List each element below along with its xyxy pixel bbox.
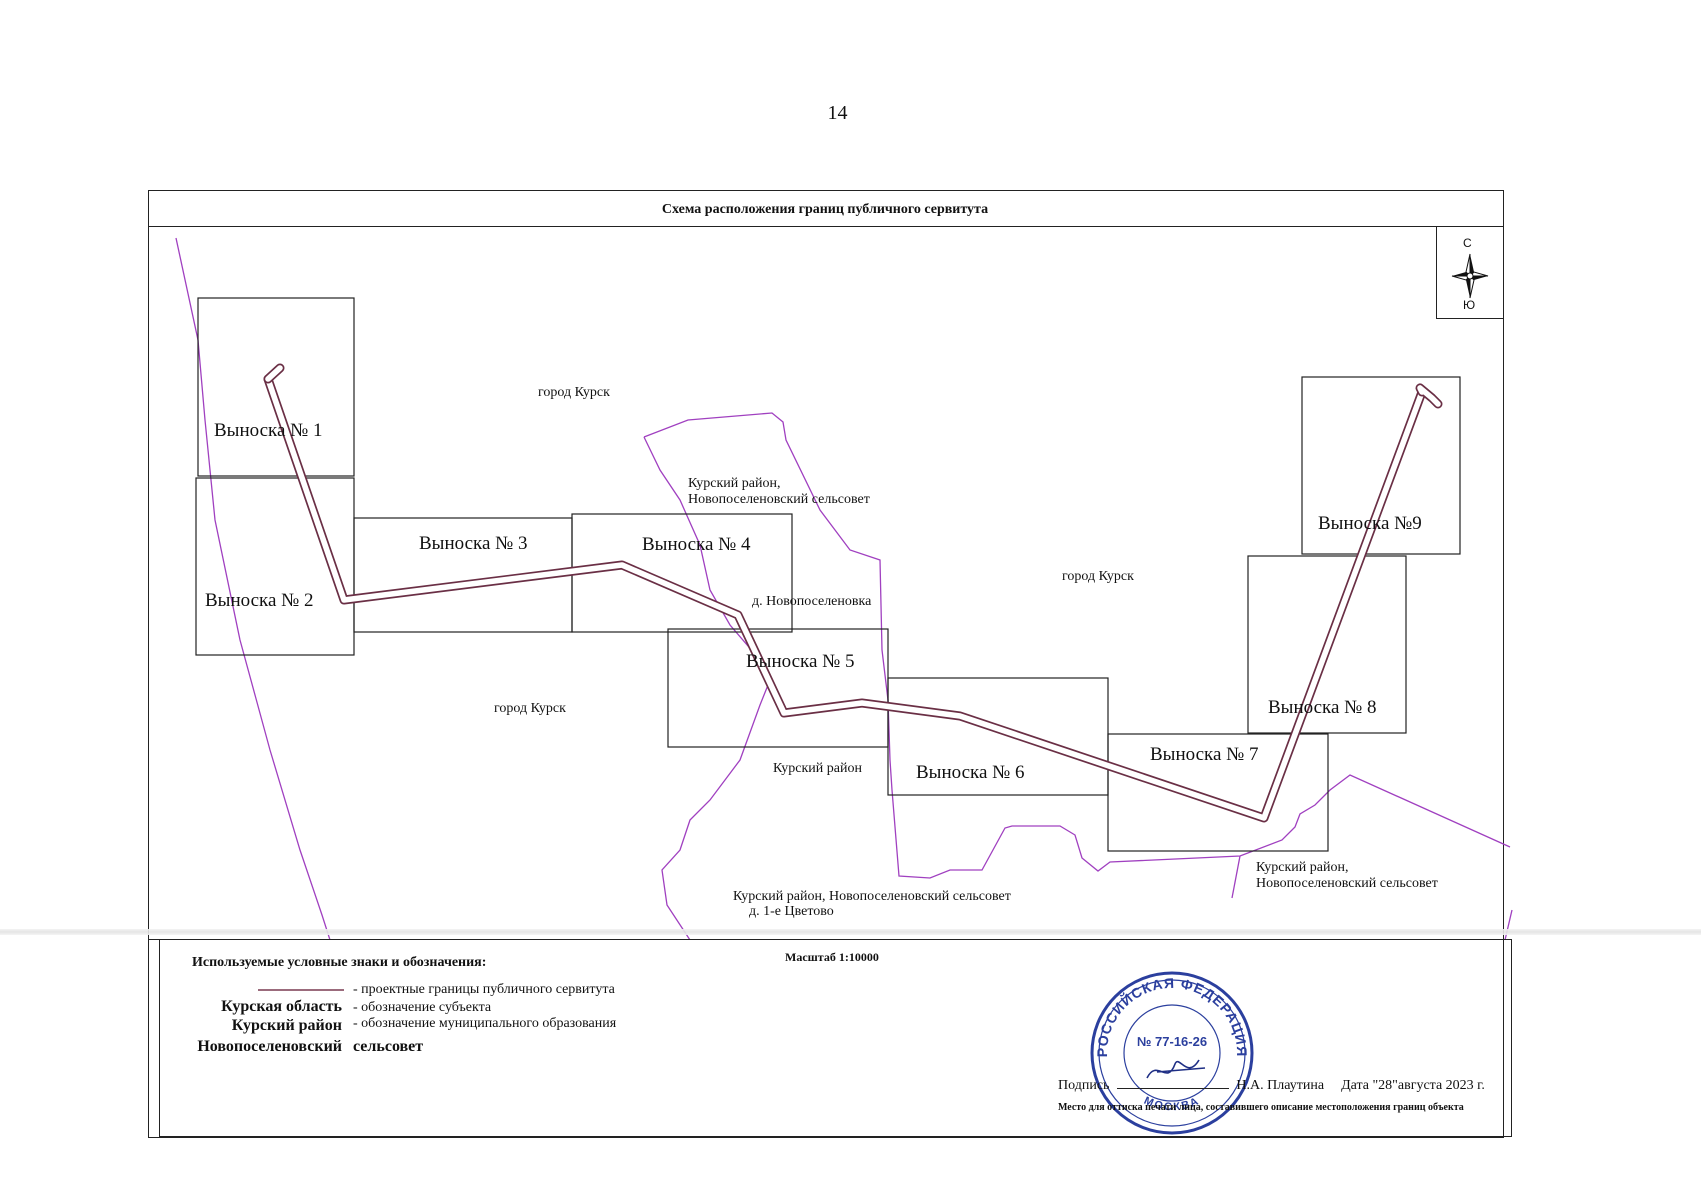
- legend-term-region: Курская область: [221, 998, 342, 1015]
- boundary-right-fragment: [1231, 855, 1241, 899]
- legend-line-sample: [258, 989, 344, 991]
- place-kursk-city-south: город Курск: [494, 701, 566, 716]
- official-seal: РОССИЙСКАЯ ФЕДЕРАЦИЯ МОСКВА № 77-16-26: [1090, 971, 1254, 1135]
- legend-title: Используемые условные знаки и обозначени…: [192, 955, 487, 970]
- callout-label-6: Выноска № 6: [916, 762, 1025, 783]
- callout-frame-8: [1247, 555, 1407, 734]
- seal-city-text: МОСКВА: [1142, 1095, 1200, 1114]
- legend-desc-servitude: - проектные границы публичного сервитута: [353, 982, 615, 997]
- callout-label-4: Выноска № 4: [642, 534, 751, 555]
- callout-frame-1: [197, 297, 355, 477]
- place-kursk-district-line1: Курский район,: [688, 476, 781, 491]
- page-number: 14: [827, 102, 848, 124]
- compass-north-label: С: [1463, 236, 1472, 250]
- signature-label: Подпись: [1058, 1078, 1110, 1093]
- municipal-boundaries: [175, 237, 1513, 940]
- place-right-district-line2: Новопоселеновский сельсовет: [1256, 876, 1438, 891]
- callout-label-1: Выноска № 1: [214, 420, 323, 441]
- place-kursk-district-line2: Новопоселеновский сельсовет: [688, 492, 870, 507]
- place-kursk-city-east: город Курск: [1062, 569, 1134, 584]
- signature-blank: [1116, 1088, 1229, 1089]
- boundary-left: [175, 237, 331, 940]
- paper-fold: [0, 929, 1701, 935]
- callout-frame-9: [1301, 376, 1461, 555]
- legend-term-district: Курский район: [231, 1017, 342, 1034]
- legend-frame: [159, 939, 1512, 1137]
- place-novoselenovka: д. Новопоселеновка: [752, 594, 872, 609]
- handwritten-signature: [1146, 1059, 1206, 1079]
- legend-desc-selsovet: сельсовет: [353, 1038, 424, 1055]
- svg-text:МОСКВА: МОСКВА: [1142, 1095, 1202, 1114]
- compass-rose-icon: [1451, 253, 1489, 299]
- callout-label-3: Выноска № 3: [419, 533, 528, 554]
- legend-desc-district: - обозначение муниципального образования: [353, 1016, 617, 1031]
- map-scale: Масштаб 1:10000: [785, 950, 879, 964]
- compass-south-label: Ю: [1463, 298, 1476, 312]
- legend-desc-region: - обозначение субъекта: [353, 1000, 492, 1015]
- place-kursk-city-north: город Курск: [538, 385, 610, 400]
- map-title: Схема расположения границ публичного сер…: [661, 202, 989, 217]
- place-kursk-district-full: Курский район, Новопоселеновский сельсов…: [733, 889, 1011, 904]
- boundary-right-edge: [1504, 909, 1513, 940]
- callout-label-9: Выноска №9: [1318, 513, 1422, 534]
- seal-number: № 77-16-26: [1137, 1034, 1207, 1049]
- signature-date: Дата "28"августа 2023 г.: [1341, 1078, 1485, 1093]
- callout-label-2: Выноска № 2: [205, 590, 314, 611]
- callout-label-8: Выноска № 8: [1268, 697, 1377, 718]
- signature-name: Н.А. Плаутина: [1236, 1078, 1325, 1093]
- callout-frame-7: [1107, 733, 1329, 852]
- place-kursk-district: Курский район: [773, 761, 862, 776]
- place-tsvetovo: д. 1-е Цветово: [749, 904, 834, 919]
- callout-frame-4: [571, 513, 793, 633]
- callout-label-5: Выноска № 5: [746, 651, 855, 672]
- place-right-district-line1: Курский район,: [1256, 860, 1349, 875]
- title-divider: [149, 226, 1504, 227]
- boundary-center-west: [643, 436, 771, 940]
- seal-place-note: Место для оттиска печати лица, составивш…: [1058, 1102, 1464, 1113]
- servitude-corridor: [263, 363, 1443, 823]
- map-frame: [148, 190, 1504, 1138]
- compass-box: [1436, 226, 1503, 319]
- callout-label-7: Выноска № 7: [1150, 744, 1259, 765]
- callout-frame-5: [667, 628, 889, 748]
- signature-line: Подпись Н.А. Плаутина Дата "28"августа 2…: [1058, 1078, 1485, 1094]
- map-canvas: [175, 237, 1513, 940]
- legend-term-selsovet: Новопоселеновский: [197, 1038, 342, 1055]
- legend-divider: [148, 939, 1512, 940]
- boundary-center: [643, 412, 1511, 879]
